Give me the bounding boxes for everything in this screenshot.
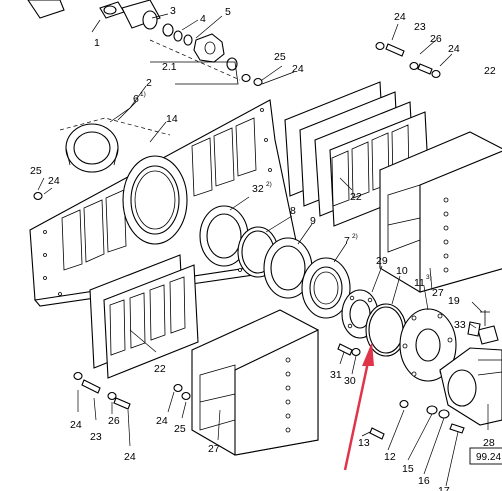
callout-3: 3 (170, 5, 176, 17)
callout-11: 11 (414, 277, 425, 289)
bearing-7 (301, 257, 351, 319)
callout-16: 16 (418, 475, 430, 487)
hydraulic-motor (439, 310, 502, 426)
callout-22-right: 22 (484, 65, 496, 77)
callout-7: 7 (344, 235, 350, 247)
reference-number-box: 99.24 (469, 447, 502, 465)
flange-11 (399, 308, 457, 382)
callout-27-lower: 27 (208, 443, 220, 455)
housing-box-upper (379, 131, 502, 293)
callout-33: 33 (454, 319, 466, 331)
callout-24-mid: 24 (292, 63, 304, 75)
callout-1: 1 (94, 37, 100, 49)
callout-32-sup: 2) (266, 181, 272, 188)
seal-ring-6 (65, 123, 119, 173)
callout-2: 2 (146, 77, 152, 89)
cover-plates-lower (89, 254, 199, 379)
callout-24-bottom-a: 24 (70, 419, 82, 431)
callout-7-sup: 2) (352, 233, 358, 240)
callout-15: 15 (402, 463, 414, 475)
callout-22-upper: 22 (350, 191, 362, 203)
callout-30: 30 (344, 375, 356, 387)
bearing-9 (263, 237, 313, 299)
callout-24-bottom-b: 24 (124, 451, 136, 463)
callout-10: 10 (396, 265, 408, 277)
callout-24-left: 24 (48, 175, 60, 187)
callout-25-top: 25 (274, 51, 286, 63)
leader-lines (37, 13, 489, 487)
callout-24-top-b: 24 (448, 43, 460, 55)
red-arrow (343, 342, 374, 471)
callout-5: 5 (225, 6, 231, 18)
callout-8: 8 (290, 205, 296, 217)
callout-24-bottom-c: 24 (156, 415, 168, 427)
callout-31: 31 (330, 369, 342, 381)
callout-14: 14 (166, 113, 178, 125)
housing-box-lower (191, 309, 319, 456)
callout-23-top: 23 (414, 21, 426, 33)
plate-windows (61, 117, 257, 271)
callout-29: 29 (376, 255, 388, 267)
callout-22-lower: 22 (154, 363, 166, 375)
callout-13: 13 (358, 437, 370, 449)
fasteners (33, 41, 481, 440)
callout-9: 9 (310, 215, 316, 227)
callout-2-1: 2.1 (162, 61, 177, 73)
callout-25-left: 25 (30, 165, 42, 177)
callout-23-bottom: 23 (90, 431, 102, 443)
callout-24-top-a: 24 (394, 11, 406, 23)
callout-28: 28 (483, 437, 495, 449)
bearing-32 (199, 205, 249, 267)
callout-26-top: 26 (430, 33, 442, 45)
callout-6-sup: 1) (140, 91, 146, 98)
drive-shaft-assembly (27, 0, 241, 85)
callout-27-upper: 27 (432, 287, 444, 299)
callout-11-sup: 3) (426, 274, 432, 281)
callout-17: 17 (438, 485, 450, 491)
callout-32: 32 (252, 183, 264, 195)
callout-26-bottom: 26 (108, 415, 120, 427)
callout-19: 19 (448, 295, 460, 307)
callout-12: 12 (384, 451, 396, 463)
callout-4: 4 (200, 13, 206, 25)
reference-number: 99.24 (476, 452, 501, 463)
callout-25-bottom: 25 (174, 423, 186, 435)
callout-6: 6 (133, 93, 139, 105)
